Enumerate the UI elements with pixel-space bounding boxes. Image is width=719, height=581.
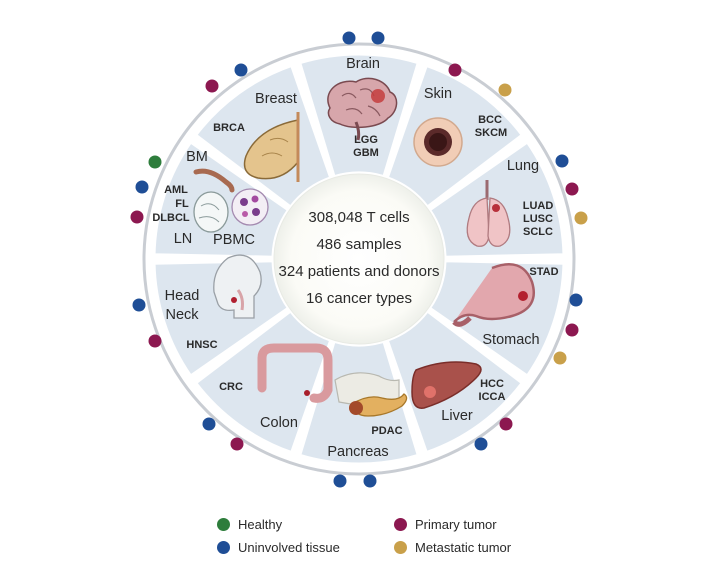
legend-healthy-label: Healthy	[238, 517, 283, 532]
abbr-fl: FL	[175, 198, 189, 210]
metastatic-sample-dot	[498, 83, 512, 97]
abbr-luad: LUAD	[523, 200, 554, 212]
uninvolved-sample-dot	[234, 63, 248, 77]
uninvolved-sample-dot	[371, 31, 385, 45]
primary-sample-dot	[148, 334, 162, 348]
abbr-brca: BRCA	[213, 122, 245, 134]
metastatic-sample-dot	[553, 351, 567, 365]
uninvolved-dot-icon	[217, 541, 230, 554]
label-breast: Breast	[255, 91, 297, 107]
label-lung: Lung	[507, 158, 539, 174]
metastatic-dot-icon	[394, 541, 407, 554]
uninvolved-sample-dot	[363, 474, 377, 488]
legend-uninvolved: Uninvolved tissue	[217, 540, 340, 555]
label-colon: Colon	[260, 415, 298, 431]
stomach-illustration	[452, 263, 535, 327]
abbr-hcc: HCC	[480, 378, 504, 390]
legend-primary: Primary tumor	[394, 517, 497, 532]
label-brain: Brain	[346, 56, 380, 72]
head-neck-illustration	[213, 254, 262, 319]
lung-illustration	[466, 180, 511, 247]
label-head: Head	[165, 288, 200, 304]
metastatic-sample-dot	[574, 211, 588, 225]
pancreas-illustration	[334, 372, 408, 417]
uninvolved-sample-dot	[569, 293, 583, 307]
primary-sample-dot	[499, 417, 513, 431]
primary-sample-dot	[565, 323, 579, 337]
center-cell-count: 308,048 T cells	[308, 209, 409, 226]
label-liver: Liver	[441, 408, 473, 424]
breast-illustration	[243, 112, 300, 182]
abbr-dlbcl: DLBCL	[152, 212, 190, 224]
uninvolved-sample-dot	[342, 31, 356, 45]
healthy-dot-icon	[217, 518, 230, 531]
primary-sample-dot	[205, 79, 219, 93]
colon-illustration	[257, 343, 333, 403]
label-skin: Skin	[424, 86, 452, 102]
uninvolved-sample-dot	[333, 474, 347, 488]
label-pbmc: PBMC	[213, 232, 255, 248]
legend-uninvolved-label: Uninvolved tissue	[238, 540, 340, 555]
label-ln: LN	[174, 231, 193, 247]
label-bm: BM	[186, 149, 208, 165]
sample-type-dots	[130, 31, 588, 488]
primary-sample-dot	[448, 63, 462, 77]
abbr-stad: STAD	[529, 266, 558, 278]
abbr-crc: CRC	[219, 381, 243, 393]
legend-metastatic: Metastatic tumor	[394, 540, 511, 555]
blood-illustration	[193, 168, 269, 233]
liver-illustration	[411, 361, 482, 409]
primary-sample-dot	[565, 182, 579, 196]
brain-illustration	[327, 77, 398, 141]
label-neck: Neck	[165, 307, 199, 323]
abbr-aml: AML	[164, 184, 188, 196]
abbr-hnsc: HNSC	[186, 339, 217, 351]
center-cancer-types: 16 cancer types	[306, 290, 412, 307]
abbr-gbm: GBM	[353, 147, 379, 159]
legend-metastatic-label: Metastatic tumor	[415, 540, 512, 555]
uninvolved-sample-dot	[474, 437, 488, 451]
label-pancreas: Pancreas	[327, 444, 388, 460]
abbr-skcm: SKCM	[475, 127, 507, 139]
uninvolved-sample-dot	[555, 154, 569, 168]
uninvolved-sample-dot	[202, 417, 216, 431]
skin-illustration	[413, 117, 463, 167]
label-stomach: Stomach	[482, 332, 539, 348]
abbr-icca: ICCA	[479, 391, 506, 403]
primary-sample-dot	[130, 210, 144, 224]
center-patient-count: 324 patients and donors	[279, 263, 440, 280]
uninvolved-sample-dot	[132, 298, 146, 312]
abbr-sclc: SCLC	[523, 226, 553, 238]
center-sample-count: 486 samples	[316, 236, 401, 253]
abbr-lgg: LGG	[354, 134, 378, 146]
abbr-pdac: PDAC	[371, 425, 402, 437]
uninvolved-sample-dot	[135, 180, 149, 194]
abbr-bcc: BCC	[478, 114, 502, 126]
primary-sample-dot	[230, 437, 244, 451]
healthy-sample-dot	[148, 155, 162, 169]
legend-healthy: Healthy	[217, 517, 282, 532]
abbr-lusc: LUSC	[523, 213, 553, 225]
primary-dot-icon	[394, 518, 407, 531]
legend-primary-label: Primary tumor	[415, 517, 497, 532]
center-circle	[273, 173, 445, 345]
